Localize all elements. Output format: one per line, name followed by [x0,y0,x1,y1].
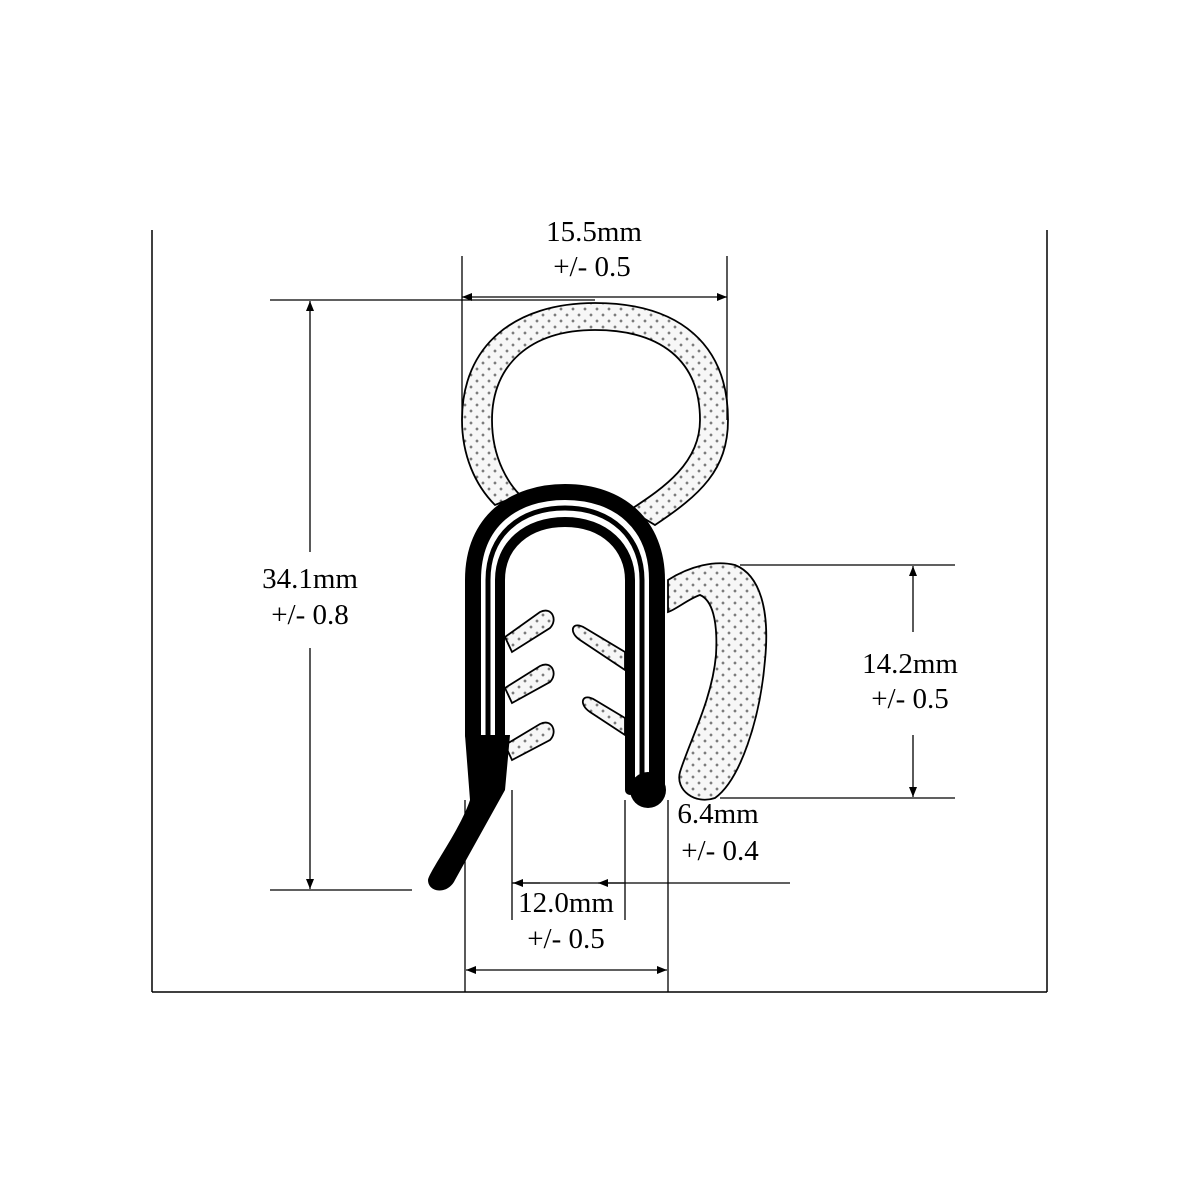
leg-gap-tolerance: +/- 0.4 [681,835,759,867]
gripping-fins [503,609,626,762]
total-height-value: 34.1mm [262,563,358,595]
top-width-value: 15.5mm [546,216,642,248]
dimension-side-bulb-height: 14.2mm +/- 0.5 [720,564,958,799]
side-bulb-height-tolerance: +/- 0.5 [871,683,949,715]
dimension-leg-gap: 6.4mm +/- 0.4 [511,790,790,920]
side-bulb-height-value: 14.2mm [862,648,958,680]
clip-width-tolerance: +/- 0.5 [527,923,605,955]
dimension-clip-width: 12.0mm +/- 0.5 [464,800,669,992]
dimension-top-width: 15.5mm +/- 0.5 [461,216,728,420]
metal-u-clip [428,484,666,891]
top-sponge-bulb [461,302,729,527]
clip-width-value: 12.0mm [518,887,614,919]
dimension-total-height: 34.1mm +/- 0.8 [262,299,595,891]
drawing-frame [151,230,1048,993]
top-width-tolerance: +/- 0.5 [553,251,631,283]
side-sponge-bulb [667,562,768,801]
total-height-tolerance: +/- 0.8 [271,599,349,631]
leg-gap-value: 6.4mm [677,798,759,830]
